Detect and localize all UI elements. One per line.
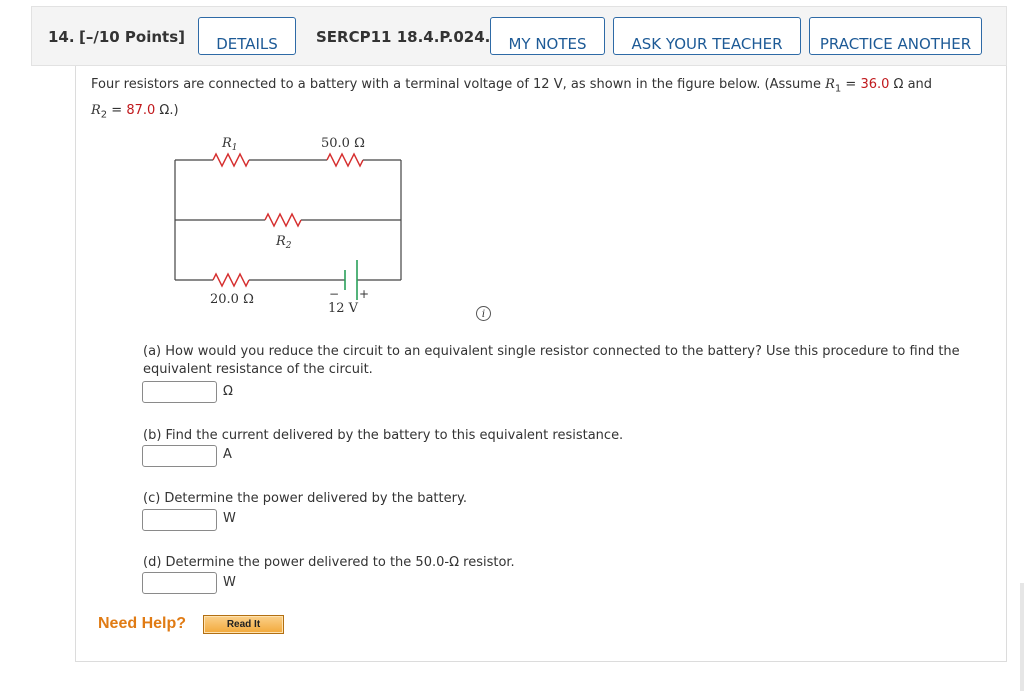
- resistor-r1-icon: [212, 152, 250, 168]
- battery-icon: [344, 260, 358, 300]
- svg-text:R1: R1: [221, 136, 238, 153]
- details-button[interactable]: DETAILS: [198, 17, 296, 55]
- resistor-50-icon: [326, 152, 364, 168]
- part-d-answer-input[interactable]: [142, 572, 217, 594]
- part-a-unit: Ω: [223, 384, 233, 399]
- my-notes-button[interactable]: MY NOTES: [490, 17, 605, 55]
- svg-text:R2: R2: [275, 234, 292, 251]
- question-body: [75, 66, 1007, 662]
- r1-label: R: [221, 136, 232, 151]
- r1-given-value: 36.0: [860, 77, 890, 92]
- part-c-prompt: (c) Determine the power delivered by the…: [143, 491, 467, 506]
- r-50-label: 50.0 Ω: [321, 136, 365, 151]
- resistor-r2-icon: [264, 212, 302, 228]
- part-a-answer-input[interactable]: [142, 381, 217, 403]
- part-b-answer-input[interactable]: [142, 445, 217, 467]
- circuit-diagram: R1 50.0 Ω R2 20.0 Ω − + 12 V: [174, 136, 402, 316]
- question-code: SERCP11 18.4.P.024.: [316, 28, 491, 46]
- question-points: [–/10 Points]: [79, 28, 186, 46]
- problem-statement: Four resistors are connected to a batter…: [91, 77, 933, 121]
- battery-minus: −: [329, 287, 339, 301]
- scrollbar[interactable]: [1020, 583, 1024, 691]
- r2-given-value: 87.0: [126, 102, 156, 118]
- part-c-unit: W: [223, 511, 236, 526]
- r-20-label: 20.0 Ω: [210, 292, 254, 307]
- question-number: 14.: [48, 28, 75, 46]
- battery-voltage-label: 12 V: [328, 301, 359, 316]
- resistor-20-icon: [212, 272, 250, 288]
- question-header: 14. [–/10 Points] DETAILS SERCP11 18.4.P…: [31, 6, 1007, 66]
- info-icon[interactable]: i: [476, 306, 491, 321]
- part-d-unit: W: [223, 575, 236, 590]
- part-a-prompt: (a) How would you reduce the circuit to …: [143, 344, 960, 377]
- practice-another-button[interactable]: PRACTICE ANOTHER: [809, 17, 982, 55]
- read-it-button[interactable]: Read It: [203, 615, 284, 634]
- part-b-unit: A: [223, 447, 232, 462]
- part-c-answer-input[interactable]: [142, 509, 217, 531]
- battery-plus: +: [359, 287, 369, 301]
- ask-your-teacher-button[interactable]: ASK YOUR TEACHER: [613, 17, 801, 55]
- need-help-label: Need Help?: [98, 615, 187, 632]
- part-b-prompt: (b) Find the current delivered by the ba…: [143, 428, 624, 443]
- part-d-prompt: (d) Determine the power delivered to the…: [143, 555, 515, 570]
- r2-label: R: [275, 234, 286, 249]
